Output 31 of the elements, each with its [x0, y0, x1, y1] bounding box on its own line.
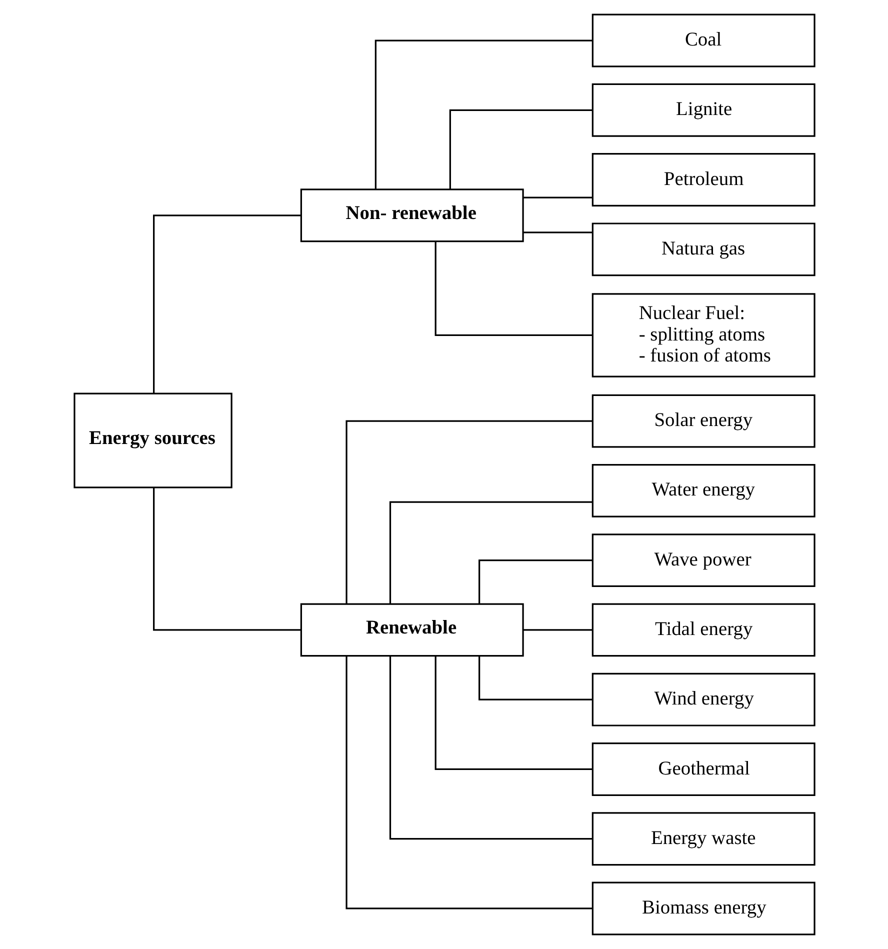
connector [388, 656, 592, 840]
node-box: Non- renewable [300, 188, 524, 242]
connector [434, 656, 592, 770]
node-box: Tidal energy [591, 603, 815, 657]
node-box: Energy sources [73, 392, 232, 488]
node-box: Energy waste [591, 812, 815, 866]
node-box: Petroleum [591, 153, 815, 206]
connector [478, 656, 592, 700]
node-box: Wind energy [591, 672, 815, 726]
node-box: Biomass energy [591, 882, 815, 936]
connector [434, 241, 592, 336]
connector [522, 232, 592, 234]
connector [478, 560, 592, 604]
connector [374, 40, 592, 189]
node-box: Renewable [300, 603, 524, 657]
connector [345, 656, 592, 910]
connector [345, 420, 592, 604]
node-box: Coal [591, 14, 815, 68]
connector [448, 109, 592, 190]
connector [522, 196, 592, 198]
node-box: Solar energy [591, 394, 815, 448]
node-box: Geothermal [591, 742, 815, 796]
node-box: Wave power [591, 534, 815, 588]
connector [152, 214, 301, 394]
connector [152, 488, 301, 631]
node-box: Water energy [591, 464, 815, 518]
connector [388, 501, 592, 604]
node-box: Nuclear Fuel: - splitting atoms - fusion of atoms [591, 293, 815, 378]
connector [522, 629, 592, 631]
node-box: Natura gas [591, 222, 815, 276]
node-box: Lignite [591, 83, 815, 137]
